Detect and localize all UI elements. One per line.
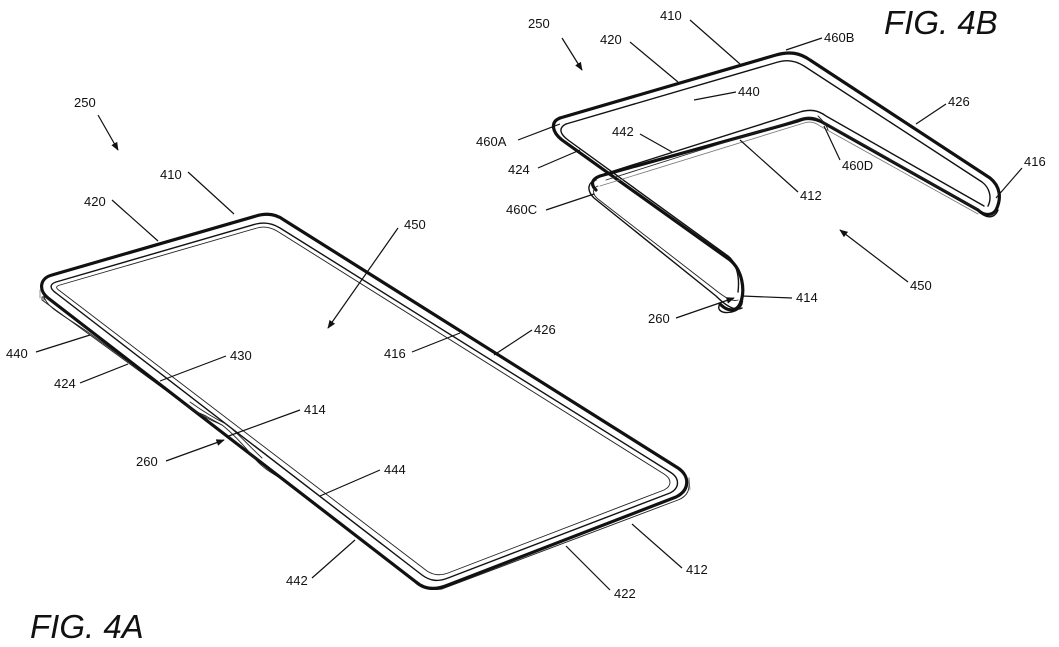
leader-416-4b [995, 167, 1023, 199]
corner-460d [817, 115, 829, 131]
leader-422-4a [565, 545, 611, 591]
figure-title-4a: FIG. 4A [30, 608, 144, 645]
hinge-edge [185, 404, 257, 461]
label-420-4a: 420 [84, 194, 106, 209]
label-414-4a: 414 [304, 402, 326, 417]
label-450-4a: 450 [404, 217, 426, 232]
label-460b-4b: 460B [824, 30, 854, 45]
leader-444-4a [319, 469, 381, 497]
figure-title-4b: FIG. 4B [884, 4, 998, 41]
label-420-4b: 420 [600, 32, 622, 47]
panel-inner-rim-2 [56, 226, 671, 576]
left-arm-end-cap [718, 295, 744, 314]
label-460c-4b: 460C [506, 202, 537, 217]
leader-420-4b [629, 41, 679, 83]
label-460a-4b: 460A [476, 134, 507, 149]
leader-410-4a [187, 171, 235, 215]
frame-outer-left-arm [551, 116, 745, 312]
leader-440-4a [35, 334, 91, 353]
frame-inner-left [560, 123, 740, 293]
leader-412-4a [631, 523, 683, 569]
right-arm-end-cap [977, 209, 999, 218]
label-412-4a: 412 [686, 562, 708, 577]
frame-inner-edge-2 [605, 116, 981, 212]
label-442-4b: 442 [612, 124, 634, 139]
label-250-4b: 250 [528, 16, 550, 31]
label-422-4a: 422 [614, 586, 636, 601]
left-arm-bottom-2 [593, 185, 739, 301]
label-442-4a: 442 [286, 573, 308, 588]
label-450-4b: 450 [910, 278, 932, 293]
panel-inner-rim [50, 222, 679, 582]
label-416-4a: 416 [384, 346, 406, 361]
label-424-4b: 424 [508, 162, 530, 177]
leader-460b-4b [785, 37, 823, 51]
hinge-edge-2 [189, 401, 263, 459]
leader-460d-4b [823, 125, 841, 161]
frame-inner-rim [565, 59, 991, 207]
leader-410-4b [689, 19, 741, 65]
leader-414-4b [741, 295, 793, 299]
leader-430-4a [159, 355, 227, 382]
label-412-4b: 412 [800, 188, 822, 203]
label-444-4a: 444 [384, 462, 406, 477]
leader-460a-4b [517, 123, 561, 141]
frame-inner-edge [603, 109, 985, 207]
leader-442-4a [311, 539, 356, 579]
label-426-4b: 426 [948, 94, 970, 109]
leader-250-4b [561, 37, 583, 71]
leader-424-4b [537, 149, 581, 169]
label-424-4a: 424 [54, 376, 76, 391]
label-440-4a: 440 [6, 346, 28, 361]
label-260-4b: 260 [648, 311, 670, 326]
leader-414-4a [225, 409, 301, 438]
label-250-4a: 250 [74, 95, 96, 110]
fig-4a: 250 410 420 450 440 424 430 416 426 414 … [6, 95, 708, 645]
label-260-4a: 260 [136, 454, 158, 469]
leader-440-4b [693, 91, 737, 101]
label-460d-4b: 460D [842, 158, 873, 173]
left-arm-bottom [588, 179, 743, 310]
fig-4b: 250 420 410 460B 440 426 460A 442 424 46… [476, 4, 1046, 326]
frame-inner-edge-3 [599, 121, 979, 215]
leader-420-4a [111, 199, 159, 242]
leader-426-4b [915, 103, 947, 125]
leader-442-4b [639, 133, 673, 153]
leader-426-4a [493, 329, 533, 356]
leader-250-4a [97, 114, 119, 151]
label-416-4b: 416 [1024, 154, 1046, 169]
label-440-4b: 440 [738, 84, 760, 99]
leader-416-4a [411, 332, 461, 353]
leader-450-4b [839, 229, 909, 283]
leader-424-4a [79, 363, 129, 384]
panel-outer-rim [40, 212, 689, 590]
label-430-4a: 430 [230, 348, 252, 363]
leader-450-4a [327, 227, 399, 329]
leader-412-4b [739, 139, 799, 193]
bottom-surface-outer [39, 289, 691, 491]
label-426-4a: 426 [534, 322, 556, 337]
label-414-4b: 414 [796, 290, 818, 305]
leader-460c-4b [545, 193, 595, 211]
leader-260-4b [675, 297, 735, 319]
label-410-4a: 410 [160, 167, 182, 182]
leader-260-4a [165, 439, 225, 462]
label-410-4b: 410 [660, 8, 682, 23]
frame-outer-rim [558, 51, 1001, 217]
